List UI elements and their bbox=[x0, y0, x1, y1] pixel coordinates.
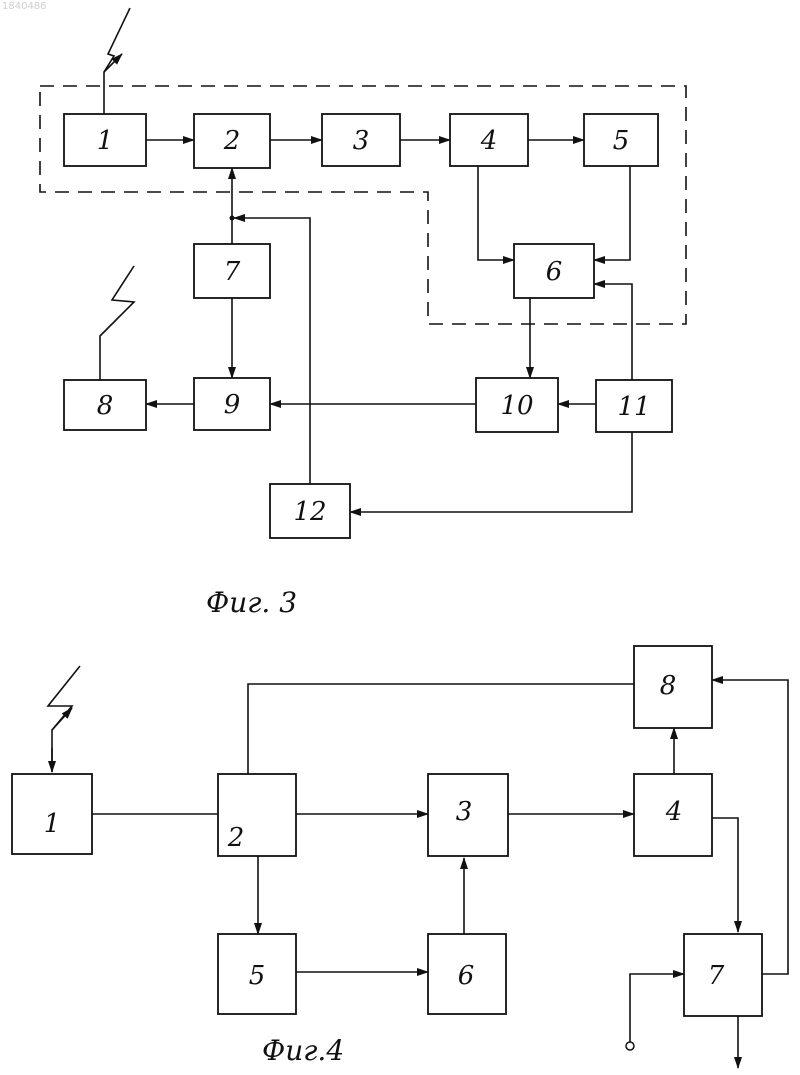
fig4-block-4: 4 bbox=[634, 774, 712, 856]
fig4-block-8: 8 bbox=[634, 646, 712, 728]
fig3-block-3: 3 bbox=[322, 114, 400, 166]
fig4-block-6: 6 bbox=[428, 934, 506, 1014]
fig4-block-7: 7 bbox=[684, 934, 762, 1016]
fig3-block-5: 5 bbox=[584, 114, 658, 166]
fig3-block-9: 9 bbox=[194, 378, 270, 430]
watermark-text: 1840486 bbox=[2, 1, 47, 12]
fig3-antenna-icon bbox=[104, 8, 130, 114]
fig4-block-1: 1 bbox=[12, 774, 92, 854]
fig3-junction-dot bbox=[230, 216, 235, 221]
fig3-block-1: 1 bbox=[64, 114, 146, 166]
fig3-block-6: 6 bbox=[514, 244, 594, 298]
fig3-antenna-icon-8 bbox=[100, 266, 134, 380]
fig3-block-4-label: 4 bbox=[480, 126, 498, 156]
fig3-link-11-12 bbox=[350, 432, 632, 512]
fig4-link-4-7 bbox=[712, 818, 738, 932]
fig4-input-terminal bbox=[626, 1042, 634, 1050]
fig4-block-2-label: 2 bbox=[227, 823, 245, 853]
fig3-block-8: 8 bbox=[64, 380, 146, 430]
fig3-block-9-label: 9 bbox=[224, 390, 241, 420]
fig3-block-4: 4 bbox=[450, 114, 528, 166]
fig4-caption: Фиг.4 bbox=[262, 1034, 344, 1067]
fig4-block-7-label: 7 bbox=[708, 961, 725, 991]
fig3-block-12-label: 12 bbox=[293, 497, 326, 527]
fig3-block-12: 12 bbox=[270, 484, 350, 538]
fig3-block-6-label: 6 bbox=[546, 257, 563, 287]
fig3-block-5-label: 5 bbox=[613, 126, 630, 156]
fig4-link-input-7 bbox=[630, 974, 684, 1042]
fig3-link-4-6 bbox=[478, 166, 514, 260]
fig3-block-2: 2 bbox=[194, 114, 270, 168]
fig3-block-7: 7 bbox=[194, 244, 270, 298]
fig3-block-2-label: 2 bbox=[223, 126, 241, 156]
figure-3: 1 2 3 4 5 6 7 8 bbox=[40, 8, 686, 619]
fig3-block-1-label: 1 bbox=[97, 126, 114, 156]
fig4-block-5-label: 5 bbox=[249, 961, 266, 991]
fig4-link-7-8 bbox=[712, 680, 788, 974]
fig3-block-3-label: 3 bbox=[353, 126, 370, 156]
fig3-block-8-label: 8 bbox=[97, 391, 114, 421]
fig3-block-11-label: 11 bbox=[617, 392, 650, 422]
fig4-block-3: 3 bbox=[428, 774, 508, 856]
fig4-block-2: 2 bbox=[218, 774, 296, 856]
fig3-caption: Фиг. 3 bbox=[206, 586, 297, 619]
fig3-block-11: 11 bbox=[596, 380, 672, 432]
fig4-block-5: 5 bbox=[218, 934, 296, 1014]
fig4-block-8-label: 8 bbox=[660, 671, 677, 701]
fig3-block-10: 10 bbox=[476, 378, 558, 432]
fig3-link-5-6 bbox=[594, 166, 630, 260]
fig3-block-7-label: 7 bbox=[224, 257, 241, 287]
fig4-antenna-icon bbox=[48, 666, 80, 772]
fig3-block-10-label: 10 bbox=[500, 391, 533, 421]
fig4-block-1-label: 1 bbox=[44, 809, 61, 839]
fig4-block-4-label: 4 bbox=[665, 797, 683, 827]
figure-4: 1 2 3 4 5 6 7 8 Фиг.4 bbox=[12, 646, 788, 1068]
fig3-link-11-6 bbox=[594, 284, 632, 380]
fig4-block-3-label: 3 bbox=[456, 797, 473, 827]
fig4-block-6-label: 6 bbox=[458, 961, 475, 991]
